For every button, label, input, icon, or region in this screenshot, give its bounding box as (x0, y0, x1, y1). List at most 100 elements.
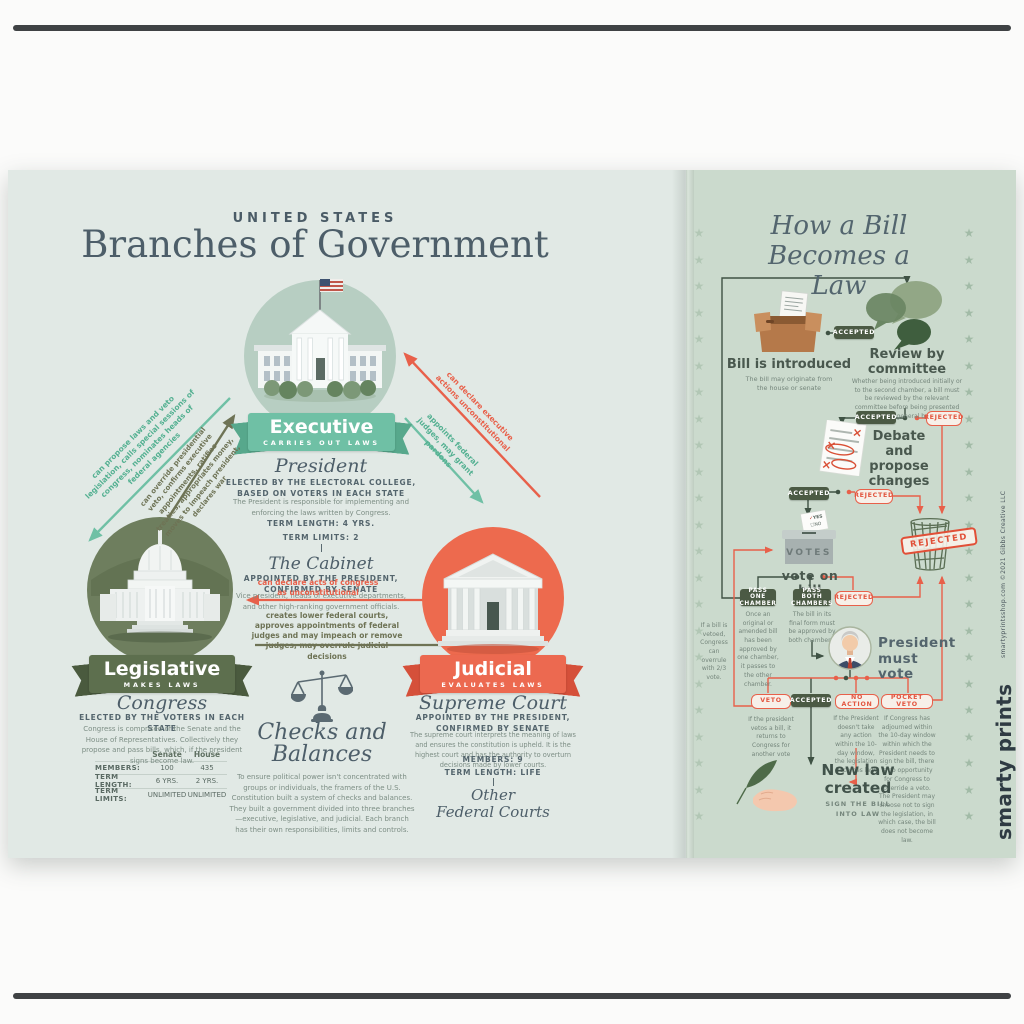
accepted-pill: ACCEPTED (788, 487, 830, 500)
cabinet-title: The Cabinet (268, 554, 374, 574)
legislative-banner-tagline: MAKES LAWS (123, 680, 201, 689)
accepted-pill: ACCEPTED (833, 326, 875, 339)
committee-bubbles-icon (864, 276, 944, 354)
white-house-illustration (242, 270, 398, 432)
veto-desc: If the president vetos a bill, it return… (748, 716, 794, 758)
bill-law-title: How a Bill Becomes a Law (739, 211, 939, 302)
senate-column-header: Senate (152, 749, 182, 759)
poster: ★★★★★★★★★★★★★★★★★★★★★★★ ★★★★★★★★★★★★★★★★… (8, 170, 1016, 858)
other-courts-line1: Other (470, 786, 516, 804)
president-term-limits: TERM LIMITS: 2 (282, 533, 360, 542)
table-row: TERM LIMITS: UNLIMITED UNLIMITED (95, 786, 227, 803)
no-action-pill: NO ACTION (835, 694, 879, 709)
divider (321, 544, 322, 552)
checks-balances-desc: To ensure political power isn't concentr… (229, 773, 415, 834)
pass-both-desc: The bill in its final form must be appro… (788, 611, 836, 645)
poster-title: Branches of Government (81, 223, 549, 266)
brand-name: smarty prints (992, 683, 1016, 840)
no-action-desc: If the President doesn't take any action… (833, 715, 879, 775)
checks-balances-title: Checks and Balances (232, 722, 412, 766)
supreme-members: MEMBERS: 9 (462, 755, 524, 764)
bill-box-icon (750, 290, 826, 358)
bill-introduced-desc: The bill may originate from the house or… (745, 375, 833, 393)
president-avatar (828, 626, 872, 670)
president-title: President (274, 455, 368, 477)
ballot-box-icon: ✓YES ☐NO VOTES (778, 509, 840, 566)
congress-title: Congress (116, 692, 208, 714)
right-panel-background (686, 170, 1016, 858)
new-law-desc: SIGN THE BILL INTO LAW (825, 800, 891, 818)
arrow-label-leg-to-jud: creates lower federal courts, approves a… (251, 611, 403, 661)
table-row: TERM LENGTH: 6 YRS. 2 YRS. (95, 773, 227, 790)
house-value: 435 (200, 763, 214, 772)
judicial-banner-name: Judicial (454, 657, 532, 680)
star-column: ★★★★★★★★★★★★★★★★★★★★★★★ (693, 226, 705, 823)
debate-title: Debate and propose changes (868, 429, 930, 489)
pass-one-chamber-pill: PASS ONE CHAMBER (739, 587, 777, 607)
supreme-term-length: TERM LENGTH: LIFE (444, 768, 542, 777)
house-value: UNLIMITED (187, 790, 227, 799)
supreme-appointed-label: APPOINTED BY THE PRESIDENT, CONFIRMED BY… (415, 713, 571, 733)
judicial-banner-tagline: EVALUATES LAWS (441, 680, 545, 689)
house-value: 2 YRS. (195, 777, 219, 786)
president-desc: The President is responsible for impleme… (232, 498, 410, 517)
legislative-banner-name: Legislative (103, 657, 221, 680)
supreme-court-illustration (420, 522, 566, 670)
poster-kicker: UNITED STATES (232, 211, 398, 226)
connector-lines (88, 276, 1016, 786)
review-committee-title: Review by committee (867, 347, 947, 377)
center-fold (672, 170, 694, 858)
bill-law-title-line1: How a Bill (770, 211, 908, 241)
poster-bottom-edge (13, 993, 1011, 999)
capitol-illustration (85, 510, 235, 663)
bill-law-title-line2: Becomes a Law (768, 240, 910, 301)
senate-value: 6 YRS. (155, 777, 179, 786)
scales-of-justice-icon (290, 667, 354, 725)
rejected-pill: REJECTED (854, 489, 893, 504)
brand-credit: smartyprintsshop.com ©2021 Gibbs Creativ… (1000, 490, 1007, 658)
president-term-length: TERM LENGTH: 4 YRS. (267, 519, 375, 528)
bill-introduced-title: Bill is introduced (726, 357, 852, 372)
table-row: MEMBERS: 100 435 (95, 760, 227, 775)
divider (493, 778, 494, 786)
rejected-pill: REJECTED (924, 411, 963, 426)
debate-document-icon (814, 419, 872, 477)
svg-text:☐NO: ☐NO (810, 521, 822, 529)
pocket-veto-desc: If Congress has adjourned within the 10-… (878, 715, 936, 844)
supreme-court-title: Supreme Court (419, 692, 567, 714)
cabinet-appointed-label: APPOINTED BY THE PRESIDENT, CONFIRMED BY… (243, 574, 399, 594)
congress-table-header: Senate House (95, 748, 227, 761)
review-committee-desc: Whether being introduced initially or to… (851, 378, 963, 420)
congress-desc: Congress is comprised of the Senate and … (81, 725, 243, 765)
arrow-label-jud-to-leg: can declare acts of congress as unconsti… (257, 578, 379, 598)
congress-elected-label: ELECTED BY THE VOTERS IN EACH STATE (79, 713, 245, 733)
new-law-title: New law created (821, 761, 895, 797)
checks-title-line2: Balances (271, 742, 373, 767)
rejected-pill: REJECTED (834, 591, 873, 606)
senate-value: 100 (160, 763, 174, 772)
row-label: MEMBERS: (95, 763, 141, 772)
star-column: ★★★★★★★★★★★★★★★★★★★★★★★ (963, 226, 975, 823)
overrule-note: If a bill is vetoed, Congress can overru… (700, 622, 728, 682)
poster-top-edge (13, 25, 1011, 31)
veto-pill: VETO (751, 694, 791, 709)
pass-one-desc: Once an original or amended bill has bee… (737, 611, 779, 688)
other-courts-line2: Federal Courts (436, 802, 550, 821)
pass-both-chambers-pill: PASS BOTH CHAMBERS (791, 587, 833, 607)
supreme-desc: The supreme court interprets the meaning… (410, 731, 576, 769)
row-label: TERM LENGTH: (95, 773, 132, 790)
president-elected-label: ELECTED BY THE ELECTORAL COLLEGE, BASED … (225, 478, 417, 498)
executive-banner-name: Executive (269, 415, 374, 438)
accepted-pill: ACCEPTED (855, 411, 897, 424)
accepted-pill: ACCEPTED (790, 694, 832, 707)
quill-hand-icon (733, 756, 805, 816)
pocket-veto-pill: POCKET VETO (881, 694, 933, 709)
house-column-header: House (193, 749, 221, 759)
checks-title-line1: Checks and (257, 720, 387, 745)
row-label: TERM LIMITS: (95, 786, 128, 803)
executive-banner-tagline: CARRIES OUT LAWS (263, 438, 380, 447)
other-federal-courts: Other Federal Courts (433, 787, 553, 820)
